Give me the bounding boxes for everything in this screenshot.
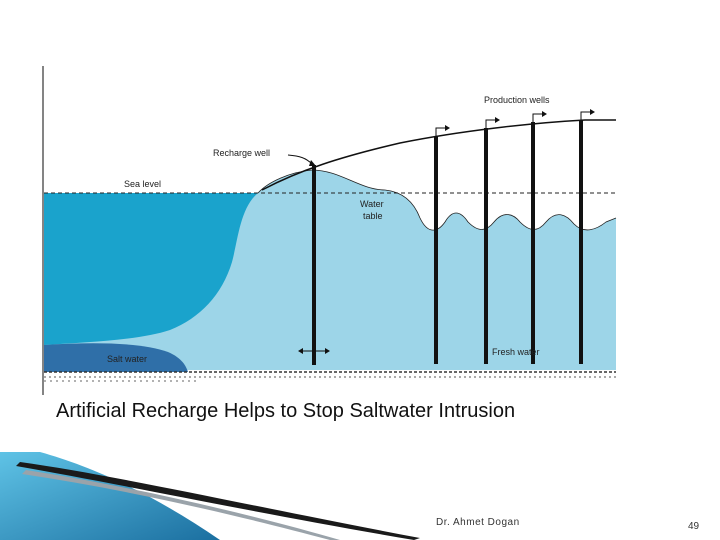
footer-author: Dr. Ahmet Dogan bbox=[436, 517, 520, 528]
corner-dark-stripe bbox=[16, 462, 420, 540]
production-well-3 bbox=[531, 111, 547, 364]
sea-level-label: Sea level bbox=[124, 179, 161, 189]
production-wells-label: Production wells bbox=[484, 95, 550, 105]
sea-water bbox=[44, 193, 258, 345]
water-table-line bbox=[257, 169, 617, 231]
water-table-label-line1: Water bbox=[360, 199, 384, 209]
recharge-well-label: Recharge well bbox=[213, 148, 270, 158]
production-well-1 bbox=[434, 125, 450, 364]
ground-surface bbox=[261, 119, 616, 191]
salt-water-label: Salt water bbox=[107, 354, 147, 364]
slide-caption: Artificial Recharge Helps to Stop Saltwa… bbox=[56, 400, 516, 422]
footer-page-number: 49 bbox=[688, 521, 700, 532]
slide-corner-decoration bbox=[0, 452, 420, 540]
recharge-well bbox=[287, 154, 330, 365]
production-well-4 bbox=[579, 109, 595, 364]
water-table-label-line2: table bbox=[363, 211, 383, 221]
salt-water-body bbox=[44, 343, 188, 372]
production-well-2 bbox=[484, 117, 500, 364]
fresh-water-label: Fresh water bbox=[492, 347, 540, 357]
corner-blue-swoosh bbox=[0, 452, 220, 540]
corner-grey-stripe bbox=[22, 470, 340, 540]
